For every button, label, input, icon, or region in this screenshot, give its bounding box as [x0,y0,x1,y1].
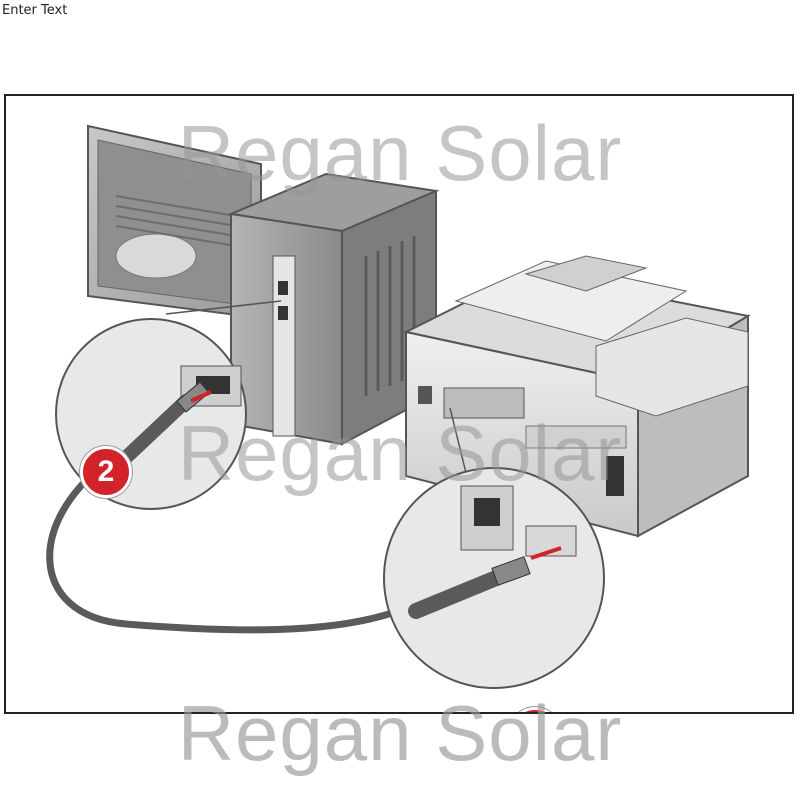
illustration-frame: 2 1 [4,94,794,714]
usb-cable [46,452,410,634]
header-text: Enter Text [2,3,68,18]
monitor [87,124,262,320]
step-2-badge: 2 [80,446,132,498]
usb-connection-illustration [46,124,751,689]
zoom-circle-printer-port [383,407,605,689]
printer [403,255,751,538]
computer-tower [227,172,440,446]
